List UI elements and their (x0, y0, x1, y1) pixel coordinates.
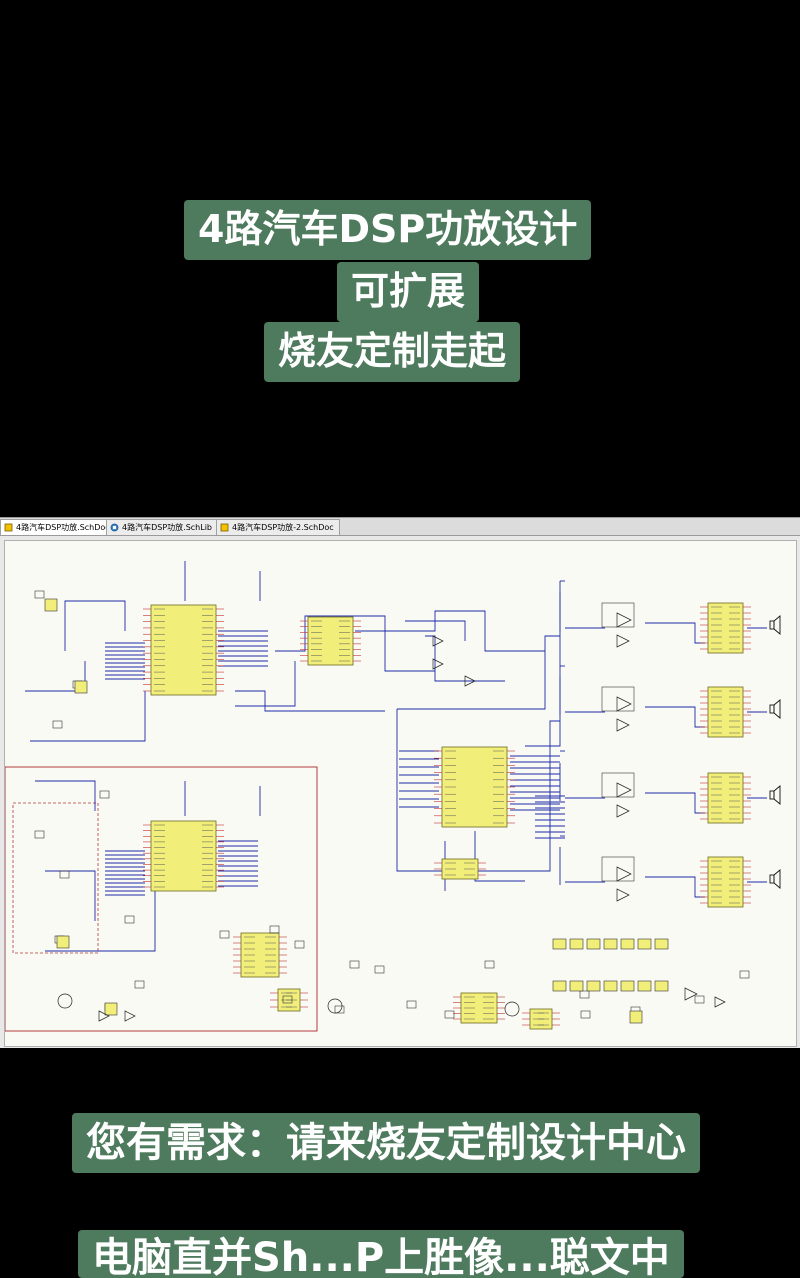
component (219, 930, 230, 939)
component (637, 938, 652, 950)
bottom-caption-line2: 电脑直并Sh...P上胜像...聪文中 (78, 1230, 684, 1278)
component (586, 980, 601, 992)
component (580, 1010, 591, 1019)
opamp-symbol (98, 1010, 110, 1022)
component (44, 598, 58, 612)
tab-schlib[interactable]: 4路汽车DSP功放.SchLib (106, 519, 218, 535)
component (694, 995, 705, 1004)
tab-label: 4路汽车DSP功放.SchLib (122, 523, 212, 532)
title-caption-line2: 可扩展 (337, 262, 480, 322)
schlib-icon (110, 523, 119, 532)
tab-label: 4路汽车DSP功放.SchDoc (16, 523, 110, 532)
tab-label: 4路汽车DSP功放-2.SchDoc (232, 523, 334, 532)
opamp-symbol (616, 696, 632, 712)
ic-chip (700, 686, 751, 738)
opamp-symbol (124, 1010, 136, 1022)
opamp-symbol (616, 634, 630, 648)
tab-schdoc-main[interactable]: 4路汽车DSP功放.SchDoc (0, 519, 116, 535)
component (601, 772, 635, 798)
component (294, 940, 305, 949)
component (269, 925, 280, 934)
component (569, 938, 584, 950)
schdoc-icon (220, 523, 229, 532)
ic-chip (233, 932, 287, 978)
transistor-symbol (57, 993, 73, 1009)
opamp-symbol (432, 658, 444, 670)
opamp-symbol (616, 612, 632, 628)
ic-chip (270, 988, 308, 1012)
ic-chip (434, 858, 486, 880)
title-caption-line3: 烧友定制走起 (264, 322, 521, 382)
bottom-caption-line1: 您有需求：请来烧友定制设计中心 (72, 1113, 700, 1173)
component (739, 970, 750, 979)
subsheet-frame-dashed (12, 802, 99, 954)
component (586, 938, 601, 950)
document-tab-bar: 4路汽车DSP功放.SchDoc 4路汽车DSP功放.SchLib 4路汽车DS… (0, 518, 800, 536)
component (104, 1002, 118, 1016)
ic-chip (700, 602, 751, 654)
ic-chip (143, 820, 224, 892)
title-caption-line1: 4路汽车DSP功放设计 (184, 200, 592, 260)
component (484, 960, 495, 969)
opamp-symbol (616, 866, 632, 882)
component (334, 1005, 345, 1014)
component (74, 680, 88, 694)
speaker-icon (769, 699, 781, 719)
opamp-symbol (432, 635, 444, 647)
component (124, 915, 135, 924)
tab-schdoc-2[interactable]: 4路汽车DSP功放-2.SchDoc (216, 519, 340, 535)
component (654, 938, 669, 950)
component (603, 980, 618, 992)
ic-chip (300, 616, 361, 666)
component (34, 830, 45, 839)
schematic-drawing (5, 561, 781, 1032)
component (406, 1000, 417, 1009)
subsheet-frame (5, 766, 318, 1032)
schematic-sheet[interactable] (4, 540, 797, 1047)
component (282, 995, 293, 1004)
component (620, 980, 635, 992)
component (56, 935, 70, 949)
component (603, 938, 618, 950)
opamp-symbol (684, 987, 698, 1001)
opamp-symbol (616, 718, 630, 732)
opamp-symbol (616, 804, 630, 818)
ic-chip (143, 604, 224, 696)
component (134, 980, 145, 989)
schematic-editor-window: 4路汽车DSP功放.SchDoc 4路汽车DSP功放.SchLib 4路汽车DS… (0, 517, 800, 1048)
component (34, 590, 45, 599)
component (637, 980, 652, 992)
speaker-icon (769, 869, 781, 889)
speaker-icon (769, 785, 781, 805)
opamp-symbol (464, 675, 476, 687)
component (601, 686, 635, 712)
component (59, 870, 70, 879)
component (374, 965, 385, 974)
opamp-symbol (616, 888, 630, 902)
component (620, 938, 635, 950)
ic-chip (700, 772, 751, 824)
component (52, 720, 63, 729)
transistor-symbol (504, 1001, 520, 1017)
component (579, 990, 590, 999)
component (349, 960, 360, 969)
component (629, 1010, 643, 1024)
ic-chip (700, 856, 751, 908)
component (601, 856, 635, 882)
schdoc-icon (4, 523, 13, 532)
component (654, 980, 669, 992)
speaker-icon (769, 615, 781, 635)
opamp-symbol (714, 996, 726, 1008)
component (552, 980, 567, 992)
component (444, 1010, 455, 1019)
transistor-symbol (327, 998, 343, 1014)
opamp-symbol (616, 782, 632, 798)
ic-chip (434, 746, 515, 828)
component (99, 790, 110, 799)
component (601, 602, 635, 628)
component (552, 938, 567, 950)
component (569, 980, 584, 992)
ic-chip (522, 1008, 560, 1030)
ic-chip (453, 992, 505, 1024)
